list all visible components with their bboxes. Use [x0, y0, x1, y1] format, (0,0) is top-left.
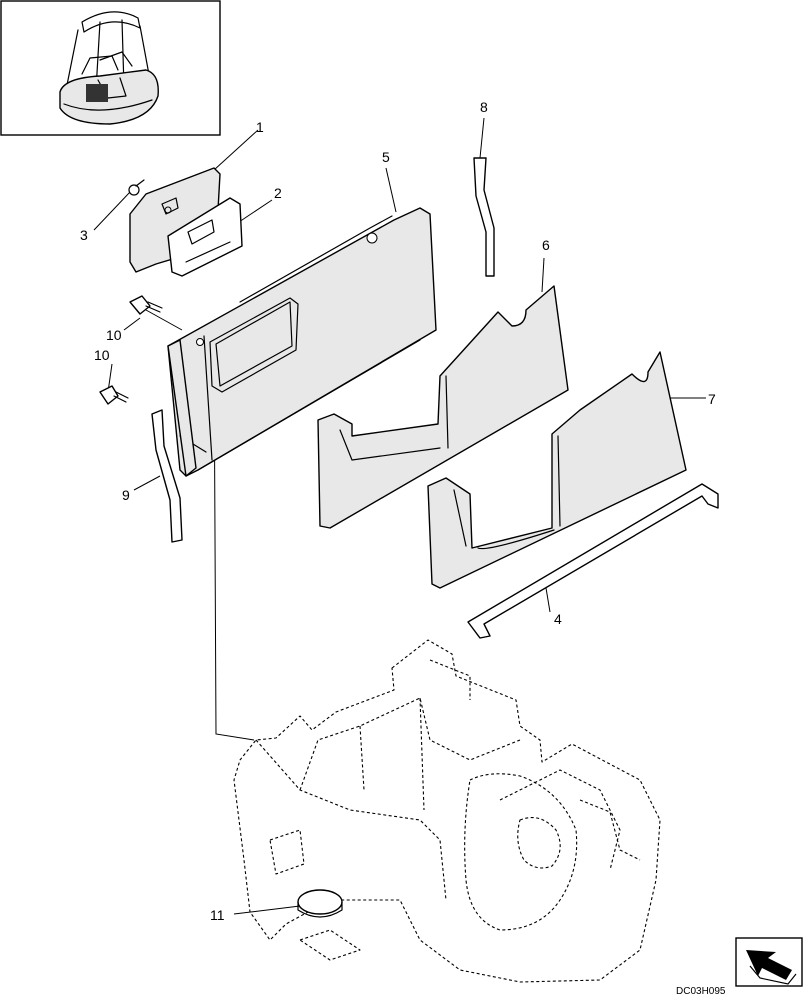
part-4-rod [467, 483, 719, 639]
part-10-bolt-lower [99, 385, 129, 405]
next-page-arrow-icon[interactable] [735, 937, 803, 987]
drawing-code: DC03H095 [676, 986, 726, 997]
callout-8: 8 [480, 99, 488, 115]
machine-inset-icon [0, 0, 221, 136]
part-9-seal-strip [151, 409, 183, 543]
part-2-latch-plate [167, 197, 243, 277]
callout-7: 7 [708, 391, 716, 407]
callout-3: 3 [80, 227, 88, 243]
callout-2: 2 [274, 185, 282, 201]
part-10-bolt-upper [129, 295, 163, 315]
part-5-rear-panel [167, 207, 437, 477]
callout-6: 6 [542, 237, 550, 253]
callout-5: 5 [382, 149, 390, 165]
callout-10-upper: 10 [106, 327, 122, 343]
machine-frame-outline [233, 639, 661, 983]
callout-9: 9 [122, 487, 130, 503]
callout-4: 4 [554, 611, 562, 627]
part-7-front-panel [427, 351, 687, 589]
leader-lines [93, 117, 706, 915]
callout-labels: 1 2 3 4 5 6 7 8 9 10 10 11 [80, 99, 716, 923]
part-11-plug [297, 889, 343, 918]
callout-11: 11 [210, 907, 225, 923]
part-8-seal-strip [473, 157, 495, 277]
callout-1: 1 [256, 119, 264, 135]
callout-10-lower: 10 [94, 347, 110, 363]
part-3-pin [128, 179, 145, 196]
part-6-middle-panel [317, 285, 569, 529]
